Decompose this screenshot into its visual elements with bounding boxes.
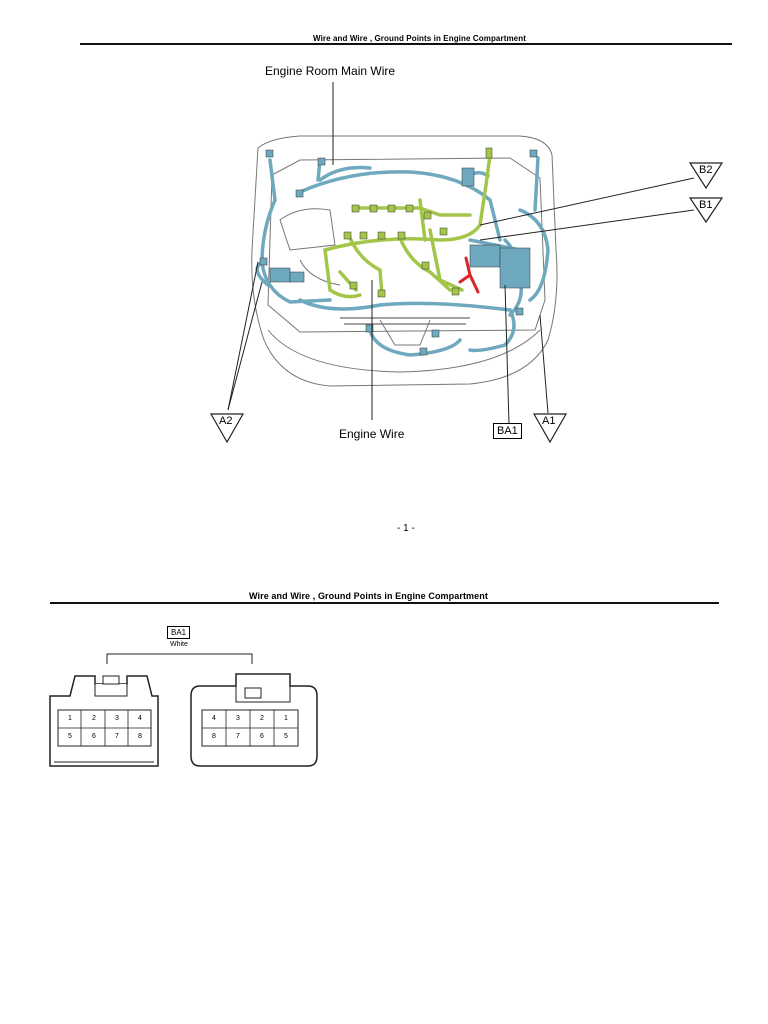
a2-triangle bbox=[209, 413, 245, 444]
left-pin: 3 bbox=[115, 715, 119, 722]
left-pin: 6 bbox=[92, 733, 96, 740]
inner-body bbox=[267, 157, 546, 333]
right-pin: 6 bbox=[260, 733, 264, 740]
engine-wire-connectors bbox=[343, 147, 493, 298]
page-number: - 1 - bbox=[397, 523, 415, 534]
left-pin: 8 bbox=[138, 733, 142, 740]
page1-header: Wire and Wire , Ground Points in Engine … bbox=[313, 34, 526, 43]
right-pin: 1 bbox=[284, 715, 288, 722]
left-pin: 2 bbox=[92, 715, 96, 722]
a1-label: A1 bbox=[542, 415, 556, 427]
engine-wire-label: Engine Wire bbox=[339, 427, 405, 441]
connector-diagram bbox=[49, 653, 318, 767]
left-pin: 1 bbox=[68, 715, 72, 722]
leader-lines bbox=[227, 82, 695, 425]
left-connector-body bbox=[49, 675, 159, 767]
ground-wire bbox=[458, 256, 480, 294]
engine-room-main-wire-blocks bbox=[259, 149, 538, 356]
right-pin: 4 bbox=[212, 715, 216, 722]
left-connector-grid bbox=[58, 710, 151, 746]
a2-label: A2 bbox=[219, 415, 233, 427]
hood-outline bbox=[251, 135, 558, 387]
a1-triangle bbox=[532, 413, 568, 444]
left-pin: 4 bbox=[138, 715, 142, 722]
engine-room-main-wire-label: Engine Room Main Wire bbox=[265, 64, 396, 78]
right-pin: 3 bbox=[236, 715, 240, 722]
connector-color-label: White bbox=[170, 641, 188, 648]
left-pin: 5 bbox=[68, 733, 72, 740]
right-pin: 5 bbox=[284, 733, 288, 740]
b1-label: B1 bbox=[699, 199, 713, 211]
connector-id-label: BA1 bbox=[167, 626, 191, 639]
page2-header: Wire and Wire , Ground Points in Engine … bbox=[249, 591, 488, 601]
page1-header-rule bbox=[80, 43, 732, 45]
b2-triangle bbox=[688, 162, 724, 190]
bumper bbox=[267, 329, 541, 373]
b2-label: B2 bbox=[699, 164, 713, 176]
right-pin: 7 bbox=[236, 733, 240, 740]
page2-header-rule bbox=[50, 602, 719, 604]
right-pin: 8 bbox=[212, 733, 216, 740]
right-pin: 2 bbox=[260, 715, 264, 722]
engine-wire-harness bbox=[323, 153, 492, 299]
b1-triangle bbox=[688, 197, 724, 224]
connector-bracket bbox=[106, 653, 253, 664]
left-pin: 7 bbox=[115, 733, 119, 740]
engine-compartment-diagram bbox=[209, 82, 724, 444]
ba1-label: BA1 bbox=[493, 423, 522, 439]
right-connector-grid bbox=[202, 710, 298, 746]
